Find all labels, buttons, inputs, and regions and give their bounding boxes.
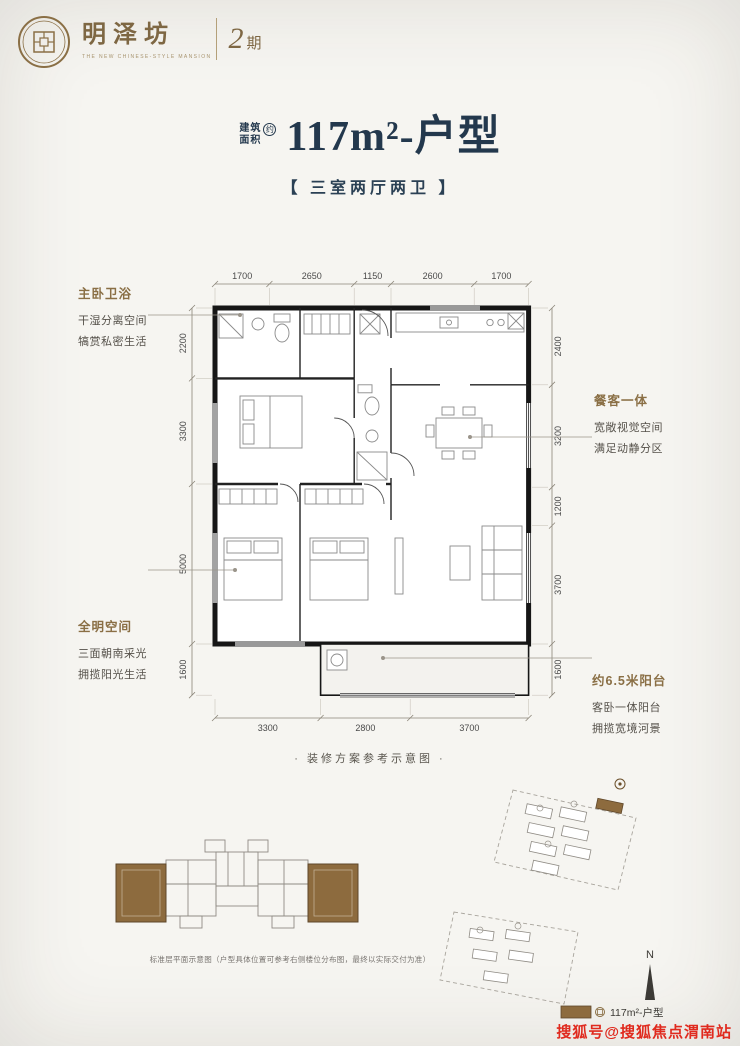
dimension-labels: 1700 2650 1150 2600 1700 2200 3300 5000 … [178, 271, 563, 733]
dim-label: 1600 [178, 660, 188, 680]
legend-brand-icon [595, 1007, 605, 1017]
phase-unit: 期 [246, 35, 262, 52]
site-boundary-south [439, 911, 579, 1005]
annotation-leader-lines [148, 313, 592, 660]
annotation-line: 满足动静分区 [594, 442, 663, 455]
extension-lines [196, 288, 548, 715]
site-marker [614, 778, 626, 790]
dim-label: 5000 [178, 554, 188, 574]
plan-windows [212, 305, 532, 698]
dim-label: 3300 [258, 723, 278, 733]
page-title: 117m²-户型 [286, 114, 501, 160]
brand-name: 明泽坊 [82, 22, 175, 48]
layout-subtitle: 【 三室两厅两卫 】 [281, 180, 459, 197]
watermark: 搜狐号@搜狐焦点渭南站 [556, 1024, 732, 1041]
annotation-line: 拥揽阳光生活 [78, 668, 147, 681]
floor-diagram-caption: 标准层平面示意图（户型具体位置可参考右侧楼位分布图，最终以实际交付为准） [149, 955, 431, 964]
north-arrow-icon: N [645, 949, 655, 1000]
dimension-lines [188, 280, 556, 722]
floor-plan-drawing: 1700 2650 1150 2600 1700 2200 3300 5000 … [148, 271, 592, 733]
brand-tagline: THE NEW CHINESE-STYLE MANSION [82, 54, 212, 60]
plan-caption: · 装修方案参考示意图 · [294, 753, 446, 765]
annotation-line: 犒赏私密生活 [78, 335, 147, 348]
brand-header: 明泽坊 THE NEW CHINESE-STYLE MANSION 2 期 [16, 14, 262, 70]
annotation-line: 宽敞视觉空间 [594, 422, 663, 434]
phase-number: 2 [228, 22, 244, 55]
site-boundary-north [493, 789, 637, 891]
standard-floor-diagram [108, 832, 372, 949]
brand-seal-icon [18, 16, 70, 68]
balcony-outline [319, 643, 530, 697]
annotation-line: 拥揽宽境河景 [592, 722, 661, 735]
dim-label: 2200 [178, 333, 188, 353]
legend-swatch [560, 1005, 592, 1019]
dim-label: 1700 [491, 271, 511, 281]
annotation-dining: 餐客一体 宽敞视觉空间 满足动静分区 [594, 390, 688, 460]
dim-label: 2800 [355, 723, 375, 733]
dim-label: 3200 [553, 426, 563, 446]
dim-label: 1200 [553, 496, 563, 516]
dim-label: 3700 [553, 575, 563, 595]
site-highlight-unit [595, 797, 624, 814]
annotation-line: 干湿分离空间 [78, 315, 147, 327]
dim-label: 2650 [302, 271, 322, 281]
plan-furniture [218, 312, 525, 671]
site-plan-drawing: N 117m²-户型 [439, 778, 663, 1019]
area-badge-text: 建筑 面积 [239, 123, 261, 147]
annotation-title: 全明空间 [78, 620, 133, 634]
legend-label: 117m²-户型 [610, 1006, 663, 1019]
site-buildings-south [468, 927, 534, 984]
title-row: 建筑 面积 约 117m²-户型 [0, 102, 740, 163]
annotation-balcony: 约6.5米阳台 客卧一体阳台 拥揽宽境河景 [592, 670, 690, 740]
highlighted-units [115, 863, 359, 923]
annotation-title: 餐客一体 [594, 394, 649, 408]
standard-floor-drawing [115, 839, 359, 929]
brand-text: 明泽坊 THE NEW CHINESE-STYLE MANSION [82, 14, 212, 60]
site-legend: 117m²-户型 [560, 1005, 663, 1019]
phase-label: 2 期 [229, 22, 262, 56]
annotation-bright-space: 全明空间 三面朝南采光 拥揽阳光生活 [78, 616, 164, 686]
north-label: N [646, 949, 654, 961]
dim-label: 1150 [363, 271, 382, 281]
annotation-line: 三面朝南采光 [78, 648, 147, 660]
site-buildings-north [524, 803, 592, 876]
site-plan: N 117m²-户型 [428, 762, 674, 1033]
dim-label: 3700 [459, 723, 479, 733]
dim-label: 2400 [553, 336, 563, 356]
annotation-line: 客卧一体阳台 [592, 702, 661, 714]
annotation-master-bath: 主卧卫浴 干湿分离空间 犒赏私密生活 [78, 283, 164, 353]
annotation-title: 约6.5米阳台 [592, 674, 667, 688]
dim-label: 1600 [553, 660, 563, 680]
brand-divider [215, 18, 217, 60]
dim-label: 1700 [232, 271, 252, 281]
badge-line-2: 面积 [239, 134, 262, 146]
area-badge: 建筑 面积 约 [239, 122, 277, 147]
annotation-title: 主卧卫浴 [78, 287, 133, 301]
dim-label: 3300 [178, 421, 188, 441]
dim-label: 2600 [423, 271, 443, 281]
approx-mark: 约 [263, 122, 277, 136]
badge-line-1: 建筑 [239, 122, 262, 134]
floor-plan-area: 1700 2650 1150 2600 1700 2200 3300 5000 … [140, 238, 600, 743]
plan-doors [279, 309, 415, 505]
